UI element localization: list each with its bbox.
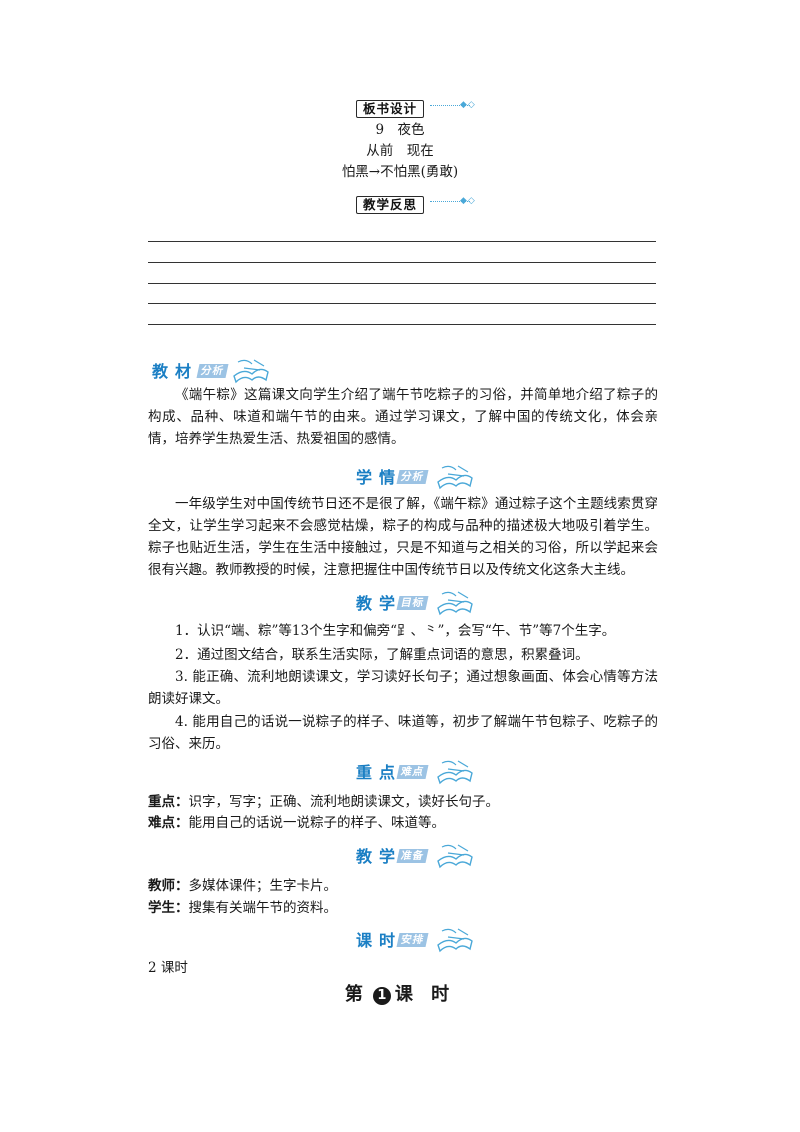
teacher-prep-text: 多媒体课件；生字卡片。 xyxy=(188,878,338,894)
goal-item: 4. 能用自己的话说一说粽子的样子、味道等，初步了解端午节包粽子、吃粽子的习俗、… xyxy=(148,714,658,752)
schedule-heading-sub: 安排 xyxy=(396,933,429,947)
book-doodle-icon xyxy=(437,928,473,953)
student-prep-text: 搜集有关端午节的资料。 xyxy=(188,900,338,916)
sparkle-decoration: ◆◇ xyxy=(460,196,476,206)
student-analysis-text: 一年级学生对中国传统节日还不是很了解，《端午粽》通过粽子这个主题线索贯穿全文，让… xyxy=(148,496,658,578)
book-doodle-icon xyxy=(437,465,473,490)
key-point-text: 识字，写字；正确、流利地朗读课文，读好长句子。 xyxy=(188,794,500,810)
reflection-blank-line xyxy=(148,283,656,284)
lesson-title-prefix: 第 xyxy=(344,984,369,1005)
preparation-heading-sub: 准备 xyxy=(396,849,429,863)
schedule-text: 2 课时 xyxy=(148,960,188,976)
key-point-label: 重点： xyxy=(148,794,189,810)
material-analysis-text: 《端午粽》这篇课文向学生介绍了端午节吃粽子的习俗，并简单地介绍了粽子的构成、品种… xyxy=(148,387,658,447)
sparkle-decoration: ◆◇ xyxy=(460,100,476,110)
preparation-heading: 教学 准备 xyxy=(356,841,476,871)
reflection-label-text: 教学反思 xyxy=(356,196,425,214)
student-analysis-heading-sub: 分析 xyxy=(396,470,429,484)
preparation-heading-main: 教学 xyxy=(356,847,403,866)
lesson-number-badge: 1 xyxy=(372,987,391,1005)
difficult-point-label: 难点： xyxy=(148,815,189,831)
teaching-goals-heading: 教学 目标 xyxy=(356,588,476,618)
difficult-point-row: 难点：能用自己的话说一说粽子的样子、味道等。 xyxy=(148,813,445,833)
board-line-compare: 从前 现在 xyxy=(366,143,434,159)
book-doodle-icon xyxy=(437,844,473,869)
student-analysis-heading: 学情 分析 xyxy=(356,462,476,492)
key-points-heading: 重点 难点 xyxy=(356,757,476,787)
key-points-heading-main: 重点 xyxy=(356,763,403,782)
reflection-blank-line xyxy=(148,324,656,325)
key-point-row: 重点：识字，写字；正确、流利地朗读课文，读好长句子。 xyxy=(148,792,499,812)
difficult-point-text: 能用自己的话说一说粽子的样子、味道等。 xyxy=(188,815,446,831)
reflection-blank-line xyxy=(148,241,656,242)
student-analysis-heading-main: 学情 xyxy=(356,468,403,487)
reflection-label: 教学反思 ◆◇ xyxy=(356,196,476,214)
material-analysis-heading: 教材 分析 xyxy=(152,356,272,386)
student-prep-label: 学生： xyxy=(148,900,189,916)
board-design-label: 板书设计 ◆◇ xyxy=(356,100,476,118)
dotted-tail-decoration xyxy=(430,105,470,116)
teacher-prep-label: 教师： xyxy=(148,878,189,894)
board-design-label-text: 板书设计 xyxy=(356,100,425,118)
board-line-title: 9 夜色 xyxy=(375,122,425,138)
book-doodle-icon xyxy=(437,591,473,616)
goal-item: 1．认识“端、粽”等13个生字和偏旁“⻊、⺀”，会写“午、节”等7个生字。 xyxy=(175,623,616,639)
teaching-goals-heading-sub: 目标 xyxy=(396,596,429,610)
teaching-goals-heading-main: 教学 xyxy=(356,594,403,613)
key-points-heading-sub: 难点 xyxy=(396,765,429,779)
reflection-blank-line xyxy=(148,262,656,263)
teacher-prep-row: 教师：多媒体课件；生字卡片。 xyxy=(148,876,337,896)
material-analysis-heading-sub: 分析 xyxy=(196,364,229,378)
goal-item: 3. 能正确、流利地朗读课文，学习读好长句子；通过想象画面、体会心情等方法朗读好… xyxy=(148,669,658,707)
book-doodle-icon xyxy=(437,760,473,785)
reflection-blank-line xyxy=(148,303,656,304)
student-prep-row: 学生：搜集有关端午节的资料。 xyxy=(148,898,337,918)
material-analysis-heading-main: 教材 xyxy=(152,362,199,381)
board-line-change: 怕黑→不怕黑(勇敢) xyxy=(341,164,459,180)
schedule-heading-main: 课时 xyxy=(356,931,403,950)
schedule-heading: 课时 安排 xyxy=(356,925,476,955)
book-doodle-icon xyxy=(233,359,269,384)
dotted-tail-decoration xyxy=(430,201,470,212)
goal-item: 2．通过图文结合，联系生活实际，了解重点词语的意思，积累叠词。 xyxy=(175,647,589,663)
lesson-title-suffix: 课 时 xyxy=(394,984,456,1005)
